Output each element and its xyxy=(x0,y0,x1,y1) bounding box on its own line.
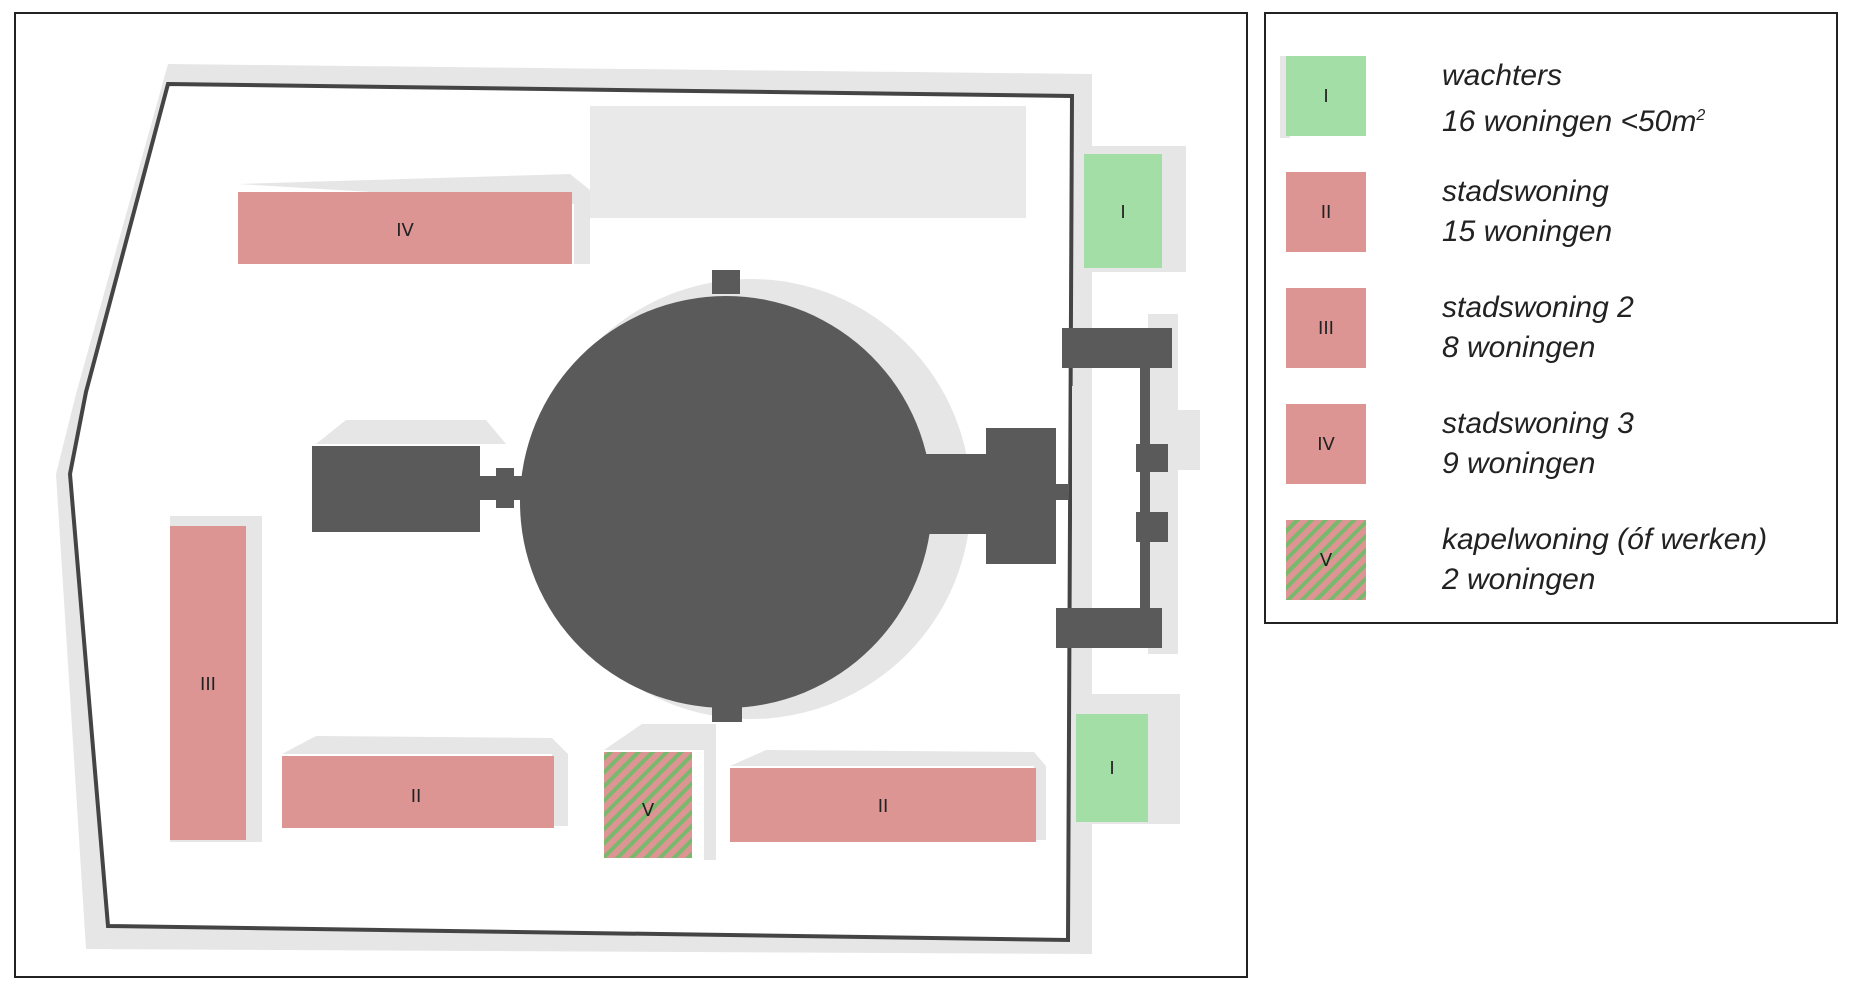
legend-code: I xyxy=(1323,85,1329,107)
block-i-bottom xyxy=(1076,714,1148,822)
legend-item-stadswoning-3: IV stadswoning 3 9 woningen xyxy=(1266,390,1836,486)
legend-count-sup: 2 xyxy=(1696,107,1706,124)
legend-text: stadswoning 2 8 woningen xyxy=(1442,288,1634,368)
block-ii-right-label: II xyxy=(878,796,889,817)
legend-swatch-stadswoning: II xyxy=(1286,172,1366,252)
legend-name: stadswoning 2 xyxy=(1442,291,1634,324)
legend-text: stadswoning 15 woningen xyxy=(1442,172,1612,252)
legend-item-kapelwoning: V kapelwoning (óf werken) 2 woningen xyxy=(1266,506,1836,602)
block-v xyxy=(604,752,692,858)
gate-top-bar xyxy=(1062,328,1172,368)
legend-name: stadswoning 3 xyxy=(1442,407,1634,440)
circle-bottom-knob xyxy=(712,698,742,722)
central-building xyxy=(520,296,932,708)
legend: I wachters 16 woningen <50m2 II stadswon… xyxy=(1264,12,1838,624)
block-iii-label: III xyxy=(200,674,216,695)
block-ii-right-shadow xyxy=(730,750,1046,840)
block-iii xyxy=(170,526,246,840)
legend-count: 15 woningen xyxy=(1442,215,1613,248)
open-area-top xyxy=(590,106,1026,218)
legend-swatch-kapelwoning: V xyxy=(1286,520,1366,600)
legend-name: stadswoning xyxy=(1442,175,1609,208)
legend-item-stadswoning-2: III stadswoning 2 8 woningen xyxy=(1266,274,1836,370)
legend-count: 16 woningen <50m2 xyxy=(1442,96,1705,142)
legend-count: 9 woningen xyxy=(1442,447,1596,480)
legend-count: 8 woningen xyxy=(1442,331,1596,364)
legend-count-text: 16 woningen <50m xyxy=(1442,105,1697,138)
legend-code: II xyxy=(1320,201,1332,223)
left-connector-knob xyxy=(496,468,514,508)
legend-swatch-wachters: I xyxy=(1286,56,1366,136)
legend-name: kapelwoning (óf werken) xyxy=(1442,523,1768,556)
legend-code: III xyxy=(1318,317,1334,339)
circle-top-knob xyxy=(712,270,740,294)
legend-text: kapelwoning (óf werken) 2 woningen xyxy=(1442,520,1767,600)
legend-count: 2 woningen xyxy=(1442,563,1596,596)
right-wing-tab xyxy=(1056,484,1068,500)
block-v-shadow xyxy=(604,724,716,860)
left-wing-shadow xyxy=(316,420,506,444)
legend-swatch-shadow xyxy=(1280,56,1290,138)
block-v-label: V xyxy=(642,800,655,821)
legend-name: wachters xyxy=(1442,59,1563,92)
block-iv xyxy=(238,192,572,264)
site-plan-frame: IV I III xyxy=(14,12,1248,978)
right-wing-block xyxy=(986,428,1056,564)
gate-right-post xyxy=(1140,328,1150,644)
legend-swatch-stadswoning-2: III xyxy=(1286,288,1366,368)
block-ii-left xyxy=(282,756,554,828)
block-i-top-label: I xyxy=(1120,202,1125,223)
legend-text: wachters 16 woningen <50m2 xyxy=(1442,56,1705,142)
legend-item-stadswoning: II stadswoning 15 woningen xyxy=(1266,158,1836,254)
gate-pier-top xyxy=(1136,444,1168,472)
legend-swatch-stadswoning-3: IV xyxy=(1286,404,1366,484)
gate-pier-bottom xyxy=(1136,512,1168,542)
legend-code: V xyxy=(1319,549,1333,571)
block-i-bottom-label: I xyxy=(1109,758,1114,779)
gate-shadow-right xyxy=(1148,314,1178,654)
block-ii-right xyxy=(730,768,1036,842)
gate-bottom-bar xyxy=(1056,608,1162,648)
block-iv-label: IV xyxy=(396,220,414,241)
block-ii-left-shadow xyxy=(282,736,568,826)
block-i-top xyxy=(1084,154,1162,268)
left-wing xyxy=(312,446,480,532)
legend-code: IV xyxy=(1317,433,1335,455)
legend-item-wachters: I wachters 16 woningen <50m2 xyxy=(1266,42,1836,138)
gate-shadow-mid xyxy=(1072,386,1090,546)
block-ii-left-label: II xyxy=(411,786,422,807)
site-plan-map: IV I III xyxy=(56,64,1200,954)
legend-text: stadswoning 3 9 woningen xyxy=(1442,404,1634,484)
